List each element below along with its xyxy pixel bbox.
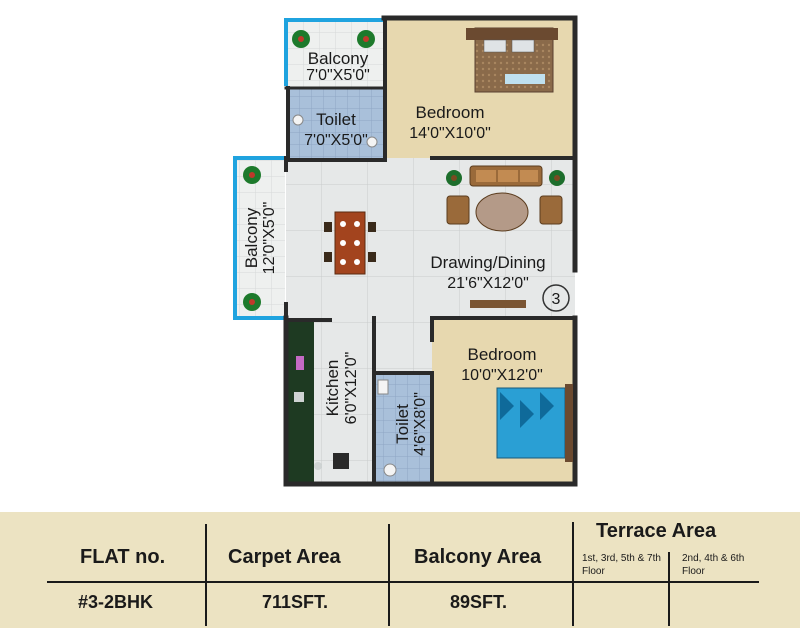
kitchen-fixture-icon <box>294 356 349 470</box>
sofa-set-icon <box>446 165 563 308</box>
passage-floor <box>374 318 432 373</box>
col-divider-2 <box>388 524 390 626</box>
col-divider-4 <box>668 552 670 626</box>
col-divider-3 <box>572 522 574 626</box>
balcony-area-header: Balcony Area <box>414 546 542 568</box>
toilet-fixture-icon <box>292 114 397 477</box>
carpet-area-value: 711SFT. <box>262 592 329 612</box>
balcony-area-value: 89SFT. <box>450 592 508 612</box>
bedroom-bottom-label: Bedroom <box>468 345 537 364</box>
flat-marker-circle <box>542 284 570 312</box>
row-divider <box>47 581 759 583</box>
flat-no-header: FLAT no. <box>80 546 166 568</box>
walls <box>283 15 578 487</box>
bedroom-bottom-dim: 10'0"X12'0" <box>461 367 543 384</box>
dining-table-icon <box>324 211 376 275</box>
bed-bottom-icon <box>496 384 573 462</box>
toilet-bottom-label: Toilet <box>393 404 412 444</box>
plant-icon <box>243 30 565 311</box>
toilet-top-label: Toilet <box>316 110 356 129</box>
toilet-bottom-dim: 4'6"X8'0" <box>412 392 429 456</box>
terrace-subheader-2: 2nd, 4th & 6th Floor <box>682 553 745 577</box>
col-divider-1 <box>205 524 207 626</box>
balcony-top-dim: 7'0"X5'0" <box>306 67 370 84</box>
balcony-top-label: Balcony <box>308 49 369 68</box>
bed-top-icon <box>466 27 558 93</box>
balcony-left-border <box>233 156 285 320</box>
bedroom-top-label: Bedroom <box>416 103 485 122</box>
flat-no-value: #3-2BHK <box>78 592 154 612</box>
terrace-area-header: Terrace Area <box>596 520 717 542</box>
terrace-subheader-1: 1st, 3rd, 5th & 7th Floor <box>582 553 661 577</box>
kitchen-label: Kitchen <box>323 360 342 417</box>
bedroom-top-dim: 14'0"X10'0" <box>409 125 491 142</box>
balcony-top-border <box>284 18 384 86</box>
area-table: FLAT no. Carpet Area Balcony Area Terrac… <box>0 512 800 628</box>
balcony-left-floor <box>233 158 285 318</box>
floor-plan: Balcony 7'0"X5'0" Toilet 7'0"X5'0" Bedro… <box>233 15 578 487</box>
toilet-top-dim: 7'0"X5'0" <box>304 132 368 149</box>
drawing-dining-dim: 21'6"X12'0" <box>447 275 529 292</box>
flat-marker-number: 3 <box>552 291 561 308</box>
kitchen-dim: 6'0"X12'0" <box>343 352 360 425</box>
balcony-left-label: Balcony <box>242 207 261 268</box>
balcony-left-dim: 12'0"X5'0" <box>261 202 278 275</box>
drawing-dining-label: Drawing/Dining <box>430 253 545 272</box>
carpet-area-header: Carpet Area <box>228 546 341 568</box>
